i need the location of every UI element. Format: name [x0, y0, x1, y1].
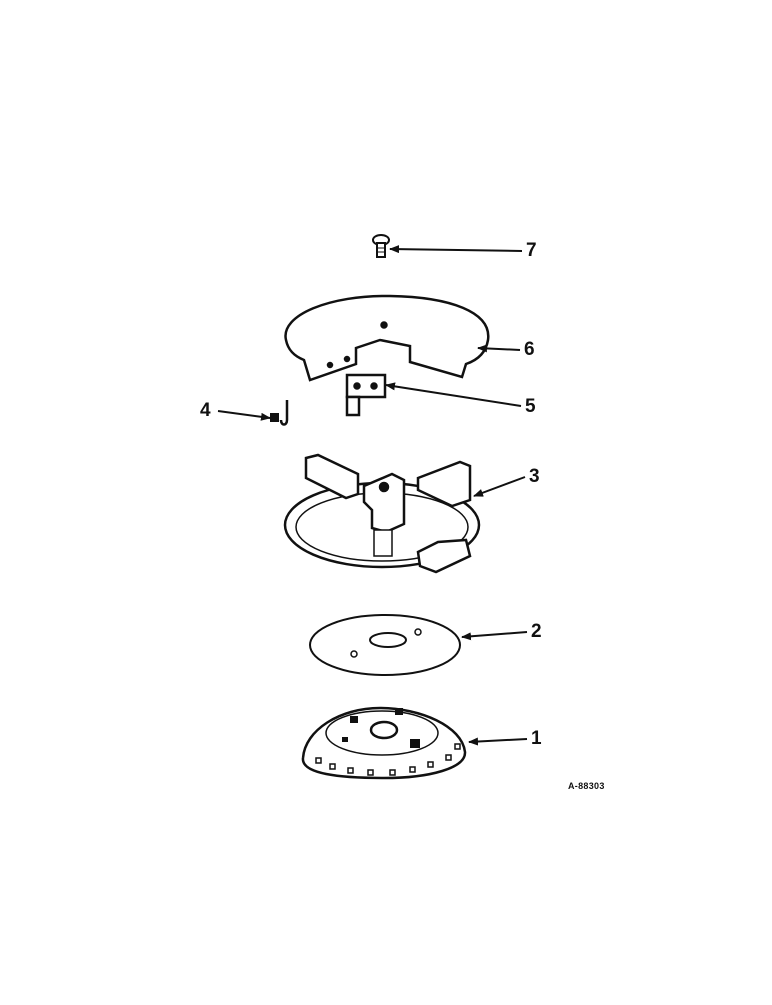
callout-3: 3: [529, 466, 540, 487]
part-6-cover: [284, 294, 490, 382]
leader-2: [461, 631, 528, 641]
part-2-plate: [309, 614, 461, 676]
callout-5: 5: [525, 396, 536, 417]
part-3-ring-frame: [283, 453, 481, 574]
leader-7: [389, 245, 523, 254]
leader-6: [477, 344, 521, 353]
callout-7: 7: [526, 240, 537, 261]
callout-6: 6: [524, 339, 535, 360]
leader-4: [217, 410, 271, 421]
reference-code: A-88303: [568, 781, 605, 791]
leader-1: [468, 737, 528, 746]
part-5-bracket: [345, 373, 387, 417]
part-7-bolt: [372, 234, 390, 258]
callout-4: 4: [200, 400, 211, 421]
part-4-pin: [270, 400, 289, 426]
leader-3: [473, 476, 526, 497]
leader-lines: [217, 245, 528, 746]
leader-5: [385, 382, 522, 407]
callout-2: 2: [531, 621, 542, 642]
callout-1: 1: [531, 728, 542, 749]
part-1-seed-plate: [301, 706, 467, 780]
